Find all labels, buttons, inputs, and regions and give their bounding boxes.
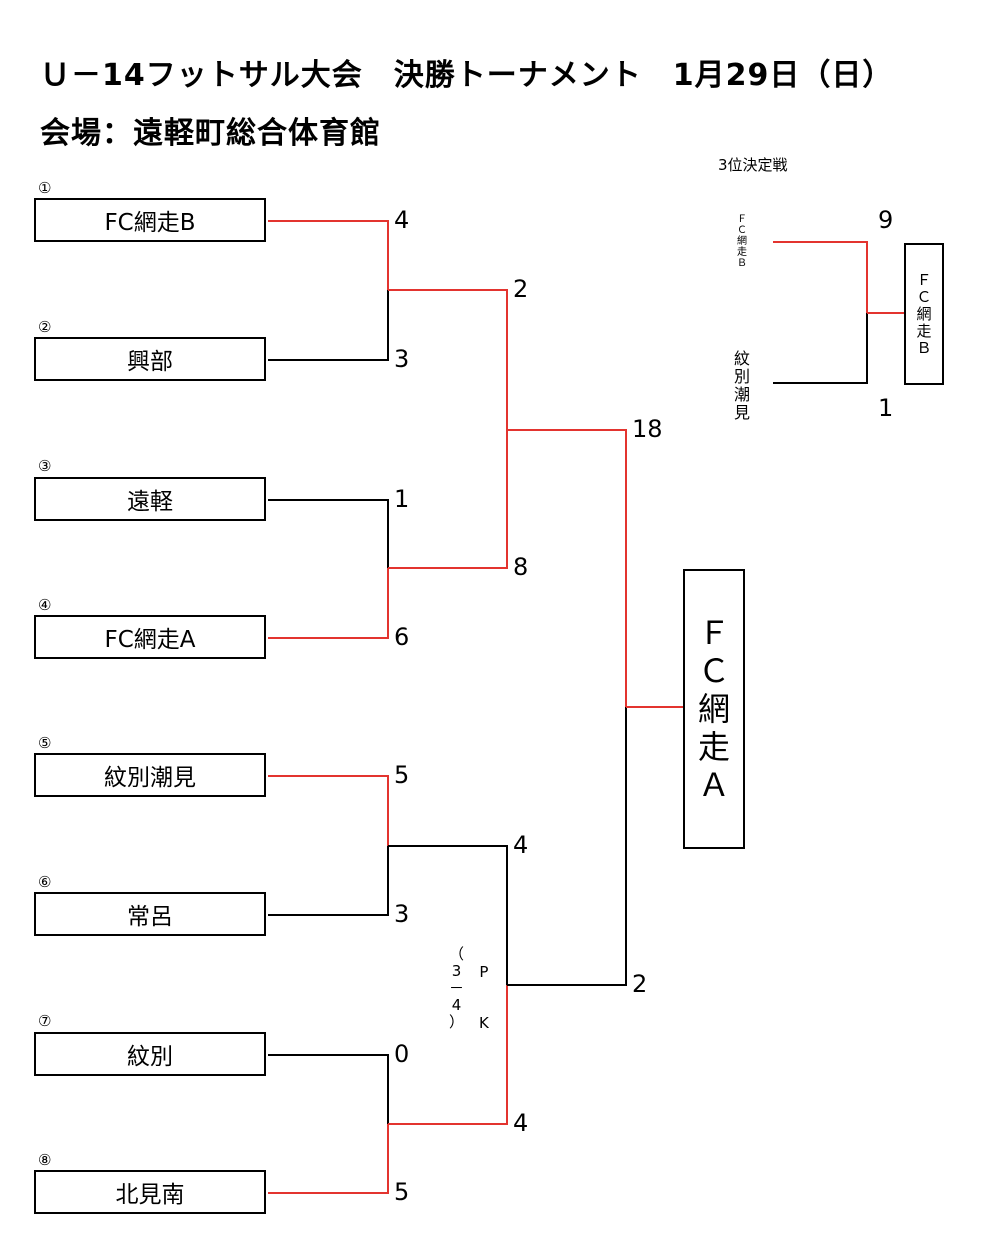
bracket-line-team4 [268, 568, 389, 639]
score-semifinal: 4 [513, 831, 529, 859]
bracket-line-team1 [268, 220, 389, 290]
tournament-title: Ｕ－14フットサル大会 決勝トーナメント 1月29日（日） [40, 58, 894, 93]
bracket-line-team7 [268, 1054, 389, 1124]
third-place-score1: 9 [878, 206, 894, 234]
third-place-winner-name: Ｆ Ｃ 網 走 Ｂ [916, 270, 932, 357]
bracket-line-team2 [268, 290, 389, 361]
score-semifinal: 2 [513, 275, 529, 303]
team-box: 遠軽 [34, 477, 266, 521]
score-round1: 1 [394, 485, 410, 513]
champion-name: Ｆ Ｃ 網 走 Ａ [697, 614, 730, 804]
team-box: 紋別潮見 [34, 753, 266, 797]
bracket-line-team3 [268, 499, 389, 568]
score-semifinal: 4 [513, 1109, 529, 1137]
bracket-line-qf3-out [388, 845, 508, 985]
venue-title: 会場：遠軽町総合体育館 [40, 116, 381, 151]
score-round1: 6 [394, 623, 410, 651]
score-final: 2 [632, 970, 648, 998]
bracket-line-qf2-out [388, 430, 508, 569]
score-round1: 5 [394, 1178, 410, 1206]
team-box: 興部 [34, 337, 266, 381]
bracket-line-team5 [268, 775, 389, 846]
score-round1: 4 [394, 206, 410, 234]
score-round1: 3 [394, 900, 410, 928]
pk-label: P K [479, 963, 489, 1032]
bracket-line-sf1-out [507, 429, 627, 707]
team-box: FC網走A [34, 615, 266, 659]
seed-number: ② [38, 318, 52, 336]
third-place-team2: 紋 別 潮 見 [734, 349, 751, 422]
score-semifinal: 8 [513, 553, 529, 581]
third-place-team1: Ｆ Ｃ 網 走 Ｂ [737, 213, 747, 269]
team-box: 北見南 [34, 1170, 266, 1214]
bracket-line-team8 [268, 1124, 389, 1194]
score-final: 18 [632, 415, 663, 443]
score-round1: 0 [394, 1040, 410, 1068]
third-place-line-1 [773, 241, 868, 313]
seed-number: ④ [38, 596, 52, 614]
seed-number: ⑤ [38, 734, 52, 752]
third-place-line-2 [773, 313, 868, 384]
score-round1: 3 [394, 345, 410, 373]
bracket-line-sf2-out [507, 707, 627, 986]
seed-number: ③ [38, 457, 52, 475]
seed-number: ⑦ [38, 1012, 52, 1030]
third-place-winner-box: Ｆ Ｃ 網 走 Ｂ [904, 243, 944, 385]
seed-number: ⑧ [38, 1151, 52, 1169]
team-box: 常呂 [34, 892, 266, 936]
third-place-score2: 1 [878, 394, 894, 422]
bracket-line-team6 [268, 846, 389, 916]
team-box: FC網走B [34, 198, 266, 242]
bracket-line-qf4-out [388, 985, 508, 1125]
champion-box: Ｆ Ｃ 網 走 Ａ [683, 569, 745, 849]
team-box: 紋別 [34, 1032, 266, 1076]
pk-score-note: （ 3 － 4 ） [449, 945, 465, 1031]
third-place-title: 3位決定戦 [718, 156, 788, 174]
bracket-line-qf1-out [388, 289, 508, 430]
seed-number: ① [38, 179, 52, 197]
seed-number: ⑥ [38, 873, 52, 891]
score-round1: 5 [394, 761, 410, 789]
